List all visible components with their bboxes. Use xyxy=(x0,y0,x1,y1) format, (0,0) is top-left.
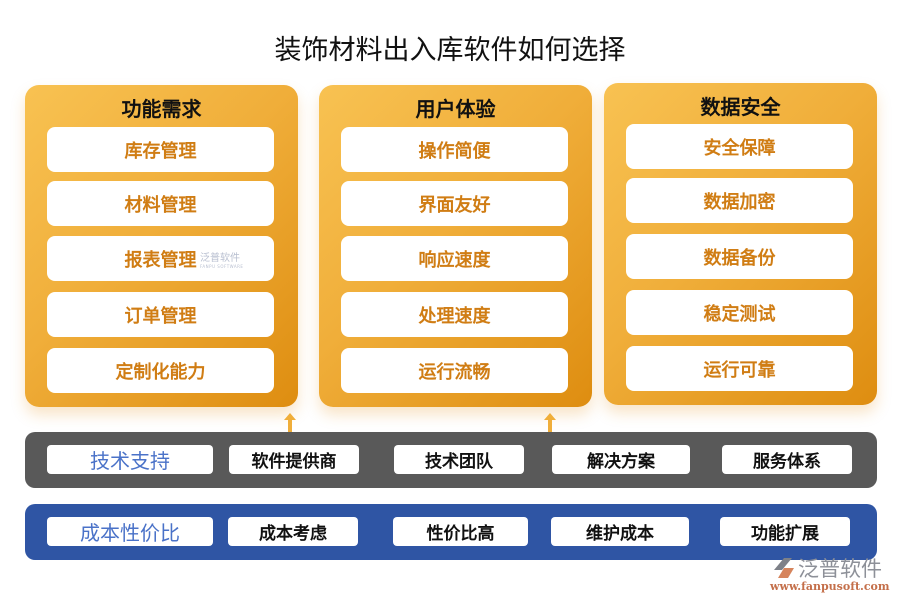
page-title: 装饰材料出入库软件如何选择 xyxy=(274,35,626,66)
panel-item: 数据加密 xyxy=(626,178,853,223)
panel-item: 材料管理 xyxy=(47,181,274,226)
band-label: 技术支持 xyxy=(47,445,213,474)
panel-title: 功能需求 xyxy=(121,97,202,121)
panel-item: 库存管理 xyxy=(47,127,274,172)
panel-item: 安全保障 xyxy=(626,124,853,169)
panel-item: 数据备份 xyxy=(626,234,853,279)
band-chip: 成本考虑 xyxy=(228,517,358,546)
panel-item: 稳定测试 xyxy=(626,290,853,335)
panel-item: 界面友好 xyxy=(341,181,568,226)
band-chip: 技术团队 xyxy=(394,445,524,474)
panel-item: 报表管理 xyxy=(47,236,274,281)
band-chip: 软件提供商 xyxy=(229,445,359,474)
band-chip: 维护成本 xyxy=(551,517,689,546)
panel-title: 数据安全 xyxy=(700,95,781,119)
band-cost-performance: 成本性价比 成本考虑 性价比高 维护成本 功能扩展 xyxy=(25,504,877,560)
band-tech-support: 技术支持 软件提供商 技术团队 解决方案 服务体系 xyxy=(25,432,877,488)
panel-item: 运行可靠 xyxy=(626,346,853,391)
panel-item: 运行流畅 xyxy=(341,348,568,393)
band-label: 成本性价比 xyxy=(47,517,213,546)
panel-title: 用户体验 xyxy=(415,97,496,121)
band-chip: 功能扩展 xyxy=(720,517,850,546)
panel-item: 处理速度 xyxy=(341,292,568,337)
watermark-inline: 泛普软件 FANPU SOFTWARE xyxy=(200,249,243,269)
watermark-inline-sub: FANPU SOFTWARE xyxy=(200,264,244,269)
logo-url: www.fanpusoft.com xyxy=(770,580,890,593)
panel-user-experience: 用户体验 操作简便 界面友好 响应速度 处理速度 运行流畅 xyxy=(319,85,592,407)
watermark-inline-text: 泛普软件 xyxy=(200,253,240,264)
panel-item: 订单管理 xyxy=(47,292,274,337)
fanpu-logo: 泛普软件 www.fanpusoft.com xyxy=(770,553,895,598)
band-chip: 性价比高 xyxy=(393,517,528,546)
logo-name: 泛普软件 xyxy=(798,557,882,581)
panel-data-security: 数据安全 安全保障 数据加密 数据备份 稳定测试 运行可靠 xyxy=(604,83,877,405)
panel-item: 响应速度 xyxy=(341,236,568,281)
panel-item: 定制化能力 xyxy=(47,348,274,393)
band-chip: 解决方案 xyxy=(552,445,690,474)
fanpu-logo-icon xyxy=(774,558,794,578)
panel-functional-requirements: 功能需求 库存管理 材料管理 报表管理 订单管理 定制化能力 xyxy=(25,85,298,407)
panel-item: 操作简便 xyxy=(341,127,568,172)
band-chip: 服务体系 xyxy=(722,445,852,474)
